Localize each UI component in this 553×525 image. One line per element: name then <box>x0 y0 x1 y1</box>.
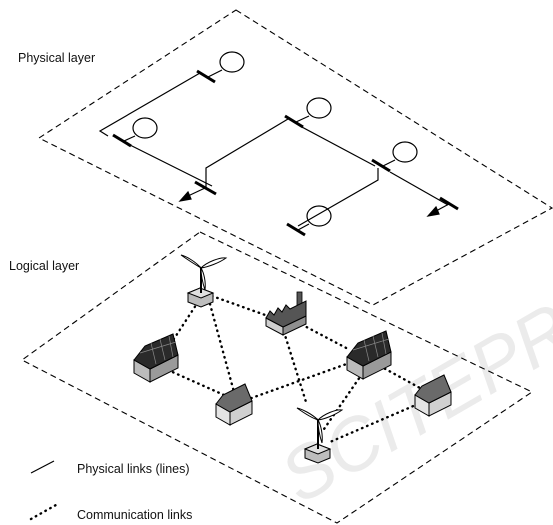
watermark: SCITEPRESS <box>267 213 553 519</box>
load-2-arrow <box>426 205 440 217</box>
comm-link <box>320 372 364 434</box>
legend-communication-link-label: Communication links <box>77 508 192 522</box>
solar-house-left <box>133 333 179 383</box>
wind-turbine-blade <box>180 254 202 269</box>
load-2-line <box>435 203 450 212</box>
generator-4 <box>371 141 418 173</box>
logical-layer-label: Logical layer <box>9 259 79 273</box>
load-1-arrow <box>178 190 192 202</box>
comm-link <box>295 320 352 352</box>
watermark-text: SCITEPRESS <box>267 213 553 519</box>
generator-4-circle <box>392 141 418 163</box>
generator-5-bar <box>286 222 306 237</box>
generator-4-lead <box>382 159 396 167</box>
generator-1-bar <box>196 69 216 84</box>
generator-1-circle <box>219 51 245 73</box>
generator-3-circle <box>306 97 332 119</box>
legend-communication-link-swatch <box>29 503 58 521</box>
factory <box>265 291 307 336</box>
line-gen3-load1 <box>205 118 289 188</box>
wind-turbine-top <box>180 254 228 308</box>
generator-2-lead <box>123 135 136 142</box>
generator-4-bar <box>371 158 391 173</box>
line-gen4-gen5 <box>297 168 379 227</box>
legend-physical-link-swatch <box>30 460 55 474</box>
physical-layer-label: Physical layer <box>18 51 95 65</box>
house-roof <box>215 383 253 413</box>
generator-3-lead <box>295 115 310 123</box>
generator-2 <box>112 117 158 148</box>
solar-panel-grid <box>139 335 177 365</box>
load-1-bar <box>194 180 217 196</box>
wind-turbine-blade <box>296 407 319 421</box>
logical-layer-plane <box>20 231 534 524</box>
legend-physical-link-label: Physical links (lines) <box>77 462 190 476</box>
generator-5-lead <box>297 223 310 231</box>
comm-link <box>166 368 226 397</box>
line-gen3-gen4 <box>299 125 376 167</box>
generator-1-lead <box>207 69 223 78</box>
physical-layer-plane <box>37 9 553 306</box>
house-roof <box>414 374 452 404</box>
generator-2-circle <box>132 117 158 139</box>
solar-panel-grid <box>352 332 390 362</box>
line-gen4-load2 <box>389 171 449 206</box>
house-right <box>414 374 452 417</box>
comm-link <box>328 402 420 444</box>
wind-turbine-blade <box>317 418 323 444</box>
generator-3-bar <box>284 114 304 129</box>
solar-panel-roof <box>346 330 392 367</box>
line-gen2-load1 <box>127 143 213 187</box>
load-1-line <box>187 187 206 197</box>
load-2-bar <box>439 196 459 211</box>
solar-house-right <box>346 330 392 380</box>
communication-links <box>166 294 422 444</box>
comm-link <box>210 294 270 318</box>
wind-turbine-bottom <box>296 407 344 464</box>
wind-turbine-blade <box>316 409 344 421</box>
comm-link <box>166 300 200 350</box>
legend: Physical links (lines) Communication lin… <box>29 460 192 522</box>
physical-network <box>98 51 459 237</box>
comm-link <box>378 364 422 390</box>
solar-panel-roof <box>133 333 179 370</box>
comm-link <box>208 302 236 394</box>
house-middle <box>215 383 253 426</box>
line-gen1-gen2 <box>98 72 201 137</box>
generator-3 <box>284 97 332 129</box>
factory-roof <box>265 300 307 328</box>
wind-turbine-blade <box>200 266 206 291</box>
generator-1 <box>196 51 245 84</box>
wind-turbine-blade <box>199 257 228 269</box>
comm-link <box>244 360 354 402</box>
comm-link <box>282 330 308 404</box>
